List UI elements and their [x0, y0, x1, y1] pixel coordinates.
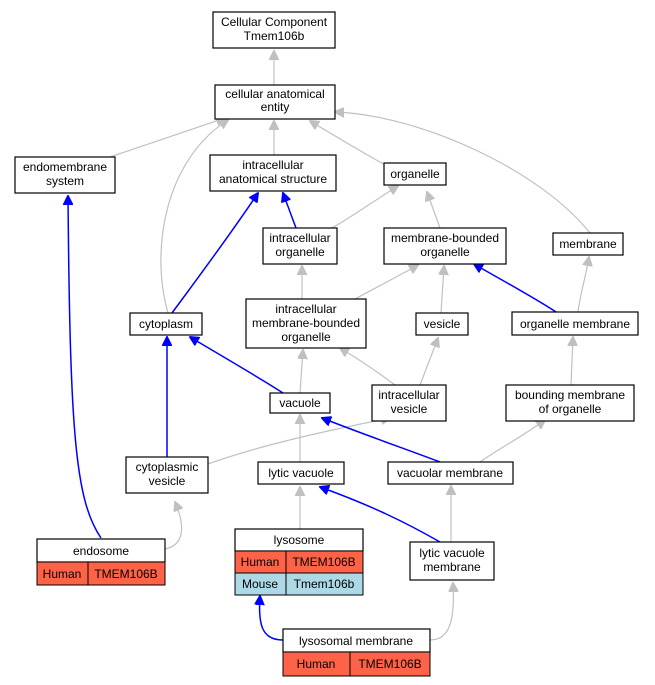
node-label: cytoplasm	[139, 317, 193, 331]
node-label: organelle	[281, 330, 331, 344]
node-cellular-component[interactable]: Cellular Component Tmem106b	[212, 11, 336, 49]
edge-orgmem-mbo	[474, 264, 557, 313]
node-label: of organelle	[539, 402, 602, 416]
species-label: Human	[297, 657, 336, 671]
node-label: intracellular	[378, 388, 439, 402]
node-lysosome[interactable]: lysosome Human TMEM106B Mouse Tmem106b	[234, 528, 364, 596]
edge-membrane-cae	[335, 112, 591, 234]
node-label: vesicle	[149, 474, 186, 488]
edge-organelle-cae	[310, 121, 386, 166]
node-title: lysosomal membrane	[299, 634, 413, 648]
node-label: intracellular	[269, 231, 330, 245]
edge-vacmem-vacuole	[322, 418, 441, 463]
edge-endosome-cytovesicle	[164, 502, 182, 550]
edge-introrg-organelle	[331, 186, 398, 229]
node-membrane[interactable]: membrane	[552, 232, 624, 256]
gene-label: TMEM106B	[358, 657, 421, 671]
node-label: entity	[261, 100, 290, 114]
node-vacuolar-membrane[interactable]: vacuolar membrane	[387, 461, 514, 485]
edge-lysmem-lvm	[429, 583, 453, 641]
edge-intravesicle-imbo	[340, 348, 396, 386]
node-label: membrane-bounded	[252, 316, 360, 330]
node-cytoplasmic-vesicle[interactable]: cytoplasmic vesicle	[125, 456, 209, 494]
node-vesicle[interactable]: vesicle	[415, 312, 469, 336]
node-label: intracellular	[242, 158, 303, 172]
node-lysosomal-membrane[interactable]: lysosomal membrane Human TMEM106B	[282, 628, 431, 677]
node-intracellular-anatomical-structure[interactable]: intracellular anatomical structure	[209, 154, 337, 192]
node-label: organelle membrane	[520, 317, 630, 331]
species-label: Human	[241, 555, 280, 569]
node-bounding-membrane-of-organelle[interactable]: bounding membrane of organelle	[505, 384, 635, 422]
edge-endosome-endosys	[68, 196, 102, 539]
node-label: lytic vacuole	[419, 546, 485, 560]
edge-intravesicle-vesicle	[419, 338, 438, 386]
node-label: bounding membrane	[515, 388, 625, 402]
node-endomembrane-system[interactable]: endomembrane system	[14, 156, 116, 194]
node-vacuole[interactable]: vacuole	[269, 392, 331, 414]
edge-cytoplasm-cae	[160, 120, 228, 314]
edge-membrane-bmo-link	[577, 257, 589, 313]
gene-label: Tmem106b	[294, 577, 355, 591]
node-label: Tmem106b	[244, 29, 305, 43]
node-label: vacuolar membrane	[397, 466, 503, 480]
node-endosome[interactable]: endosome Human TMEM106B	[36, 538, 166, 586]
node-label: endomembrane	[23, 160, 107, 174]
species-label: Human	[43, 567, 82, 581]
edge-endosys-cae	[109, 118, 225, 158]
edge-vesicle-mbo	[441, 266, 444, 314]
node-lytic-vacuole-membrane[interactable]: lytic vacuole membrane	[409, 541, 495, 581]
edge-vacuole-cytoplasm	[190, 337, 284, 394]
gene-label: TMEM106B	[94, 567, 157, 581]
gene-label: TMEM106B	[292, 555, 355, 569]
edge-introrg-ias	[283, 193, 297, 229]
node-label: system	[46, 174, 84, 188]
edge-mbo-organelle	[427, 192, 441, 229]
node-cytoplasm[interactable]: cytoplasm	[129, 312, 203, 336]
node-label: membrane-bounded	[391, 231, 499, 245]
node-membrane-bounded-organelle[interactable]: membrane-bounded organelle	[383, 227, 507, 265]
edge-vacuole-imbo	[300, 350, 303, 394]
node-label: cellular anatomical	[225, 87, 324, 101]
node-organelle[interactable]: organelle	[383, 162, 447, 186]
node-label: membrane	[423, 560, 481, 574]
node-title: lysosome	[274, 533, 325, 547]
edge-cytoplasm-ias	[171, 193, 258, 314]
node-label: organelle	[420, 245, 470, 259]
edge-vacmem-bmo	[479, 420, 545, 463]
edge-lvm-lyticvac	[320, 487, 441, 543]
node-lytic-vacuole[interactable]: lytic vacuole	[257, 461, 345, 485]
node-label: vesicle	[391, 402, 428, 416]
node-label: cytoplasmic	[136, 460, 199, 474]
edge-bmo-orgmem	[571, 337, 573, 386]
edges	[68, 51, 591, 641]
node-label: anatomical structure	[219, 172, 327, 186]
species-label: Mouse	[242, 577, 278, 591]
node-label: intracellular	[275, 302, 336, 316]
node-intracellular-vesicle[interactable]: intracellular vesicle	[371, 384, 447, 422]
edge-cytovesicle-intravesicle	[204, 418, 390, 466]
node-organelle-membrane[interactable]: organelle membrane	[511, 311, 639, 336]
node-intracellular-organelle[interactable]: intracellular organelle	[262, 227, 338, 265]
node-label: membrane	[559, 237, 617, 251]
node-label: vacuole	[279, 396, 321, 410]
node-label: vesicle	[424, 317, 461, 331]
node-label: lytic vacuole	[268, 466, 334, 480]
node-title: endosome	[73, 544, 129, 558]
edge-imbo-mbo	[354, 265, 418, 300]
node-intracellular-membrane-bounded-organelle[interactable]: intracellular membrane-bounded organelle	[245, 298, 367, 349]
node-cellular-anatomical-entity[interactable]: cellular anatomical entity	[214, 84, 336, 120]
edge-lysmem-lysosome	[260, 596, 284, 641]
node-label: organelle	[275, 245, 325, 259]
node-label: Cellular Component	[221, 15, 328, 29]
node-label: organelle	[390, 167, 440, 181]
